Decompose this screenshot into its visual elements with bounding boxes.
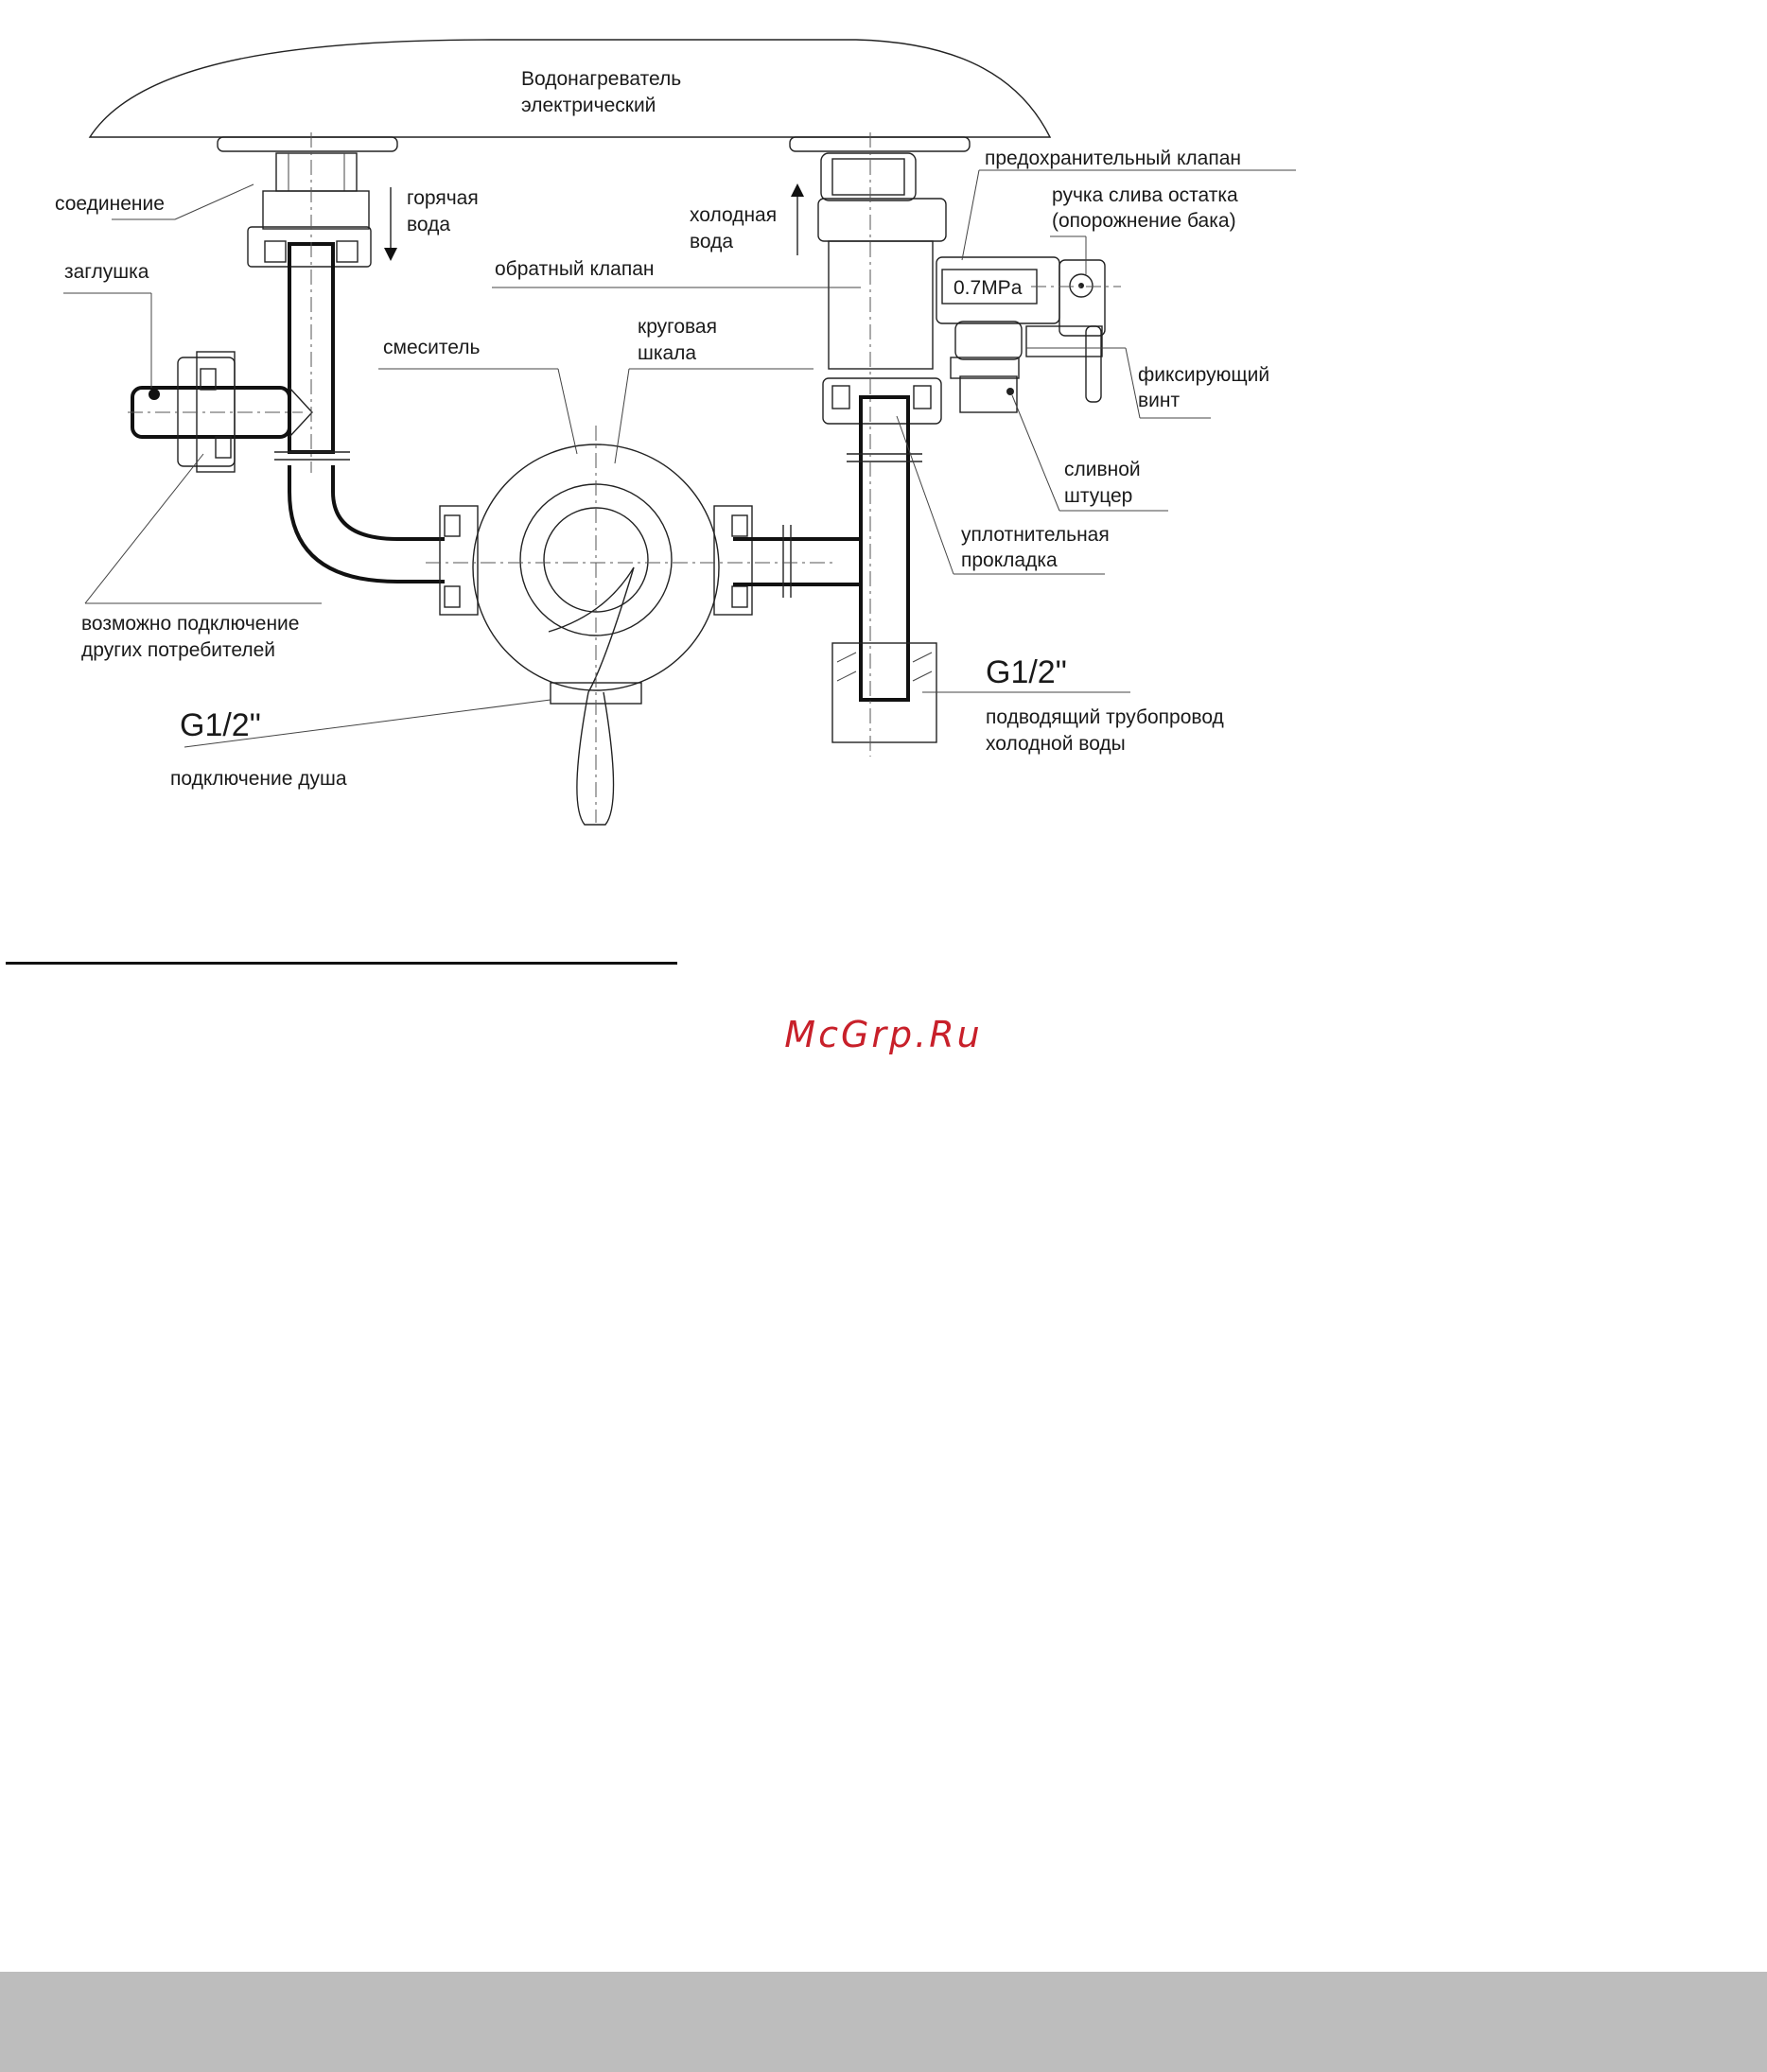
label-plug: заглушка	[64, 261, 149, 283]
label-drain-fitting-2: штуцер	[1064, 485, 1132, 507]
label-gasket-2: прокладка	[961, 549, 1058, 571]
water-heater-tank	[88, 39, 1052, 152]
label-safety-valve: предохранительный клапан	[985, 148, 1241, 169]
label-mixer: смеситель	[383, 337, 480, 358]
cold-to-mixer-pipe	[733, 525, 861, 598]
label-hot-water: горячая	[407, 187, 479, 209]
safety-valve	[936, 256, 1106, 413]
label-supply-pipe: подводящий трубопровод	[986, 706, 1224, 728]
label-heater: Водонагреватель	[521, 68, 681, 90]
hot-water-pipe	[274, 242, 445, 583]
label-other-consumers: возможно подключение	[81, 613, 299, 635]
label-heater-2: электрический	[521, 95, 656, 116]
label-connection: соединение	[55, 193, 165, 215]
label-other-consumers-2: других потребителей	[81, 639, 275, 661]
label-cold-water: холодная	[690, 204, 777, 226]
label-drain-handle-2: (опорожнение бака)	[1052, 210, 1236, 232]
label-pressure: 0.7MPa	[953, 277, 1023, 299]
label-thread-right: G1/2"	[986, 654, 1067, 690]
label-supply-pipe-2: холодной воды	[986, 733, 1126, 755]
centerlines	[128, 132, 1121, 823]
mixer-body	[439, 444, 753, 826]
flow-arrows	[384, 183, 804, 261]
horizontal-rule	[6, 962, 677, 965]
watermark: McGrp.Ru	[784, 1014, 983, 1055]
label-cold-water-2: вода	[690, 231, 733, 252]
label-fixing-screw: фиксирующий	[1138, 364, 1269, 386]
connection-diagram: Водонагреватель электрический соединение…	[55, 39, 1296, 826]
footer-bar	[0, 1972, 1767, 2072]
hot-water-fitting	[247, 152, 372, 268]
label-drain-fitting: сливной	[1064, 459, 1141, 480]
label-drain-handle: ручка слива остатка	[1052, 184, 1238, 206]
label-check-valve: обратный клапан	[495, 258, 654, 280]
cold-water-assembly	[817, 152, 947, 743]
leader-lines	[63, 169, 1296, 748]
label-fixing-screw-2: винт	[1138, 390, 1180, 411]
labels: Водонагреватель электрический соединение…	[55, 68, 1269, 790]
label-thread-left: G1/2"	[180, 707, 261, 743]
label-hot-water-2: вода	[407, 214, 450, 235]
label-gasket: уплотнительная	[961, 524, 1110, 546]
label-dial-2: шкала	[638, 342, 696, 364]
label-dial: круговая	[638, 316, 717, 338]
label-shower-connection: подключение душа	[170, 768, 347, 790]
